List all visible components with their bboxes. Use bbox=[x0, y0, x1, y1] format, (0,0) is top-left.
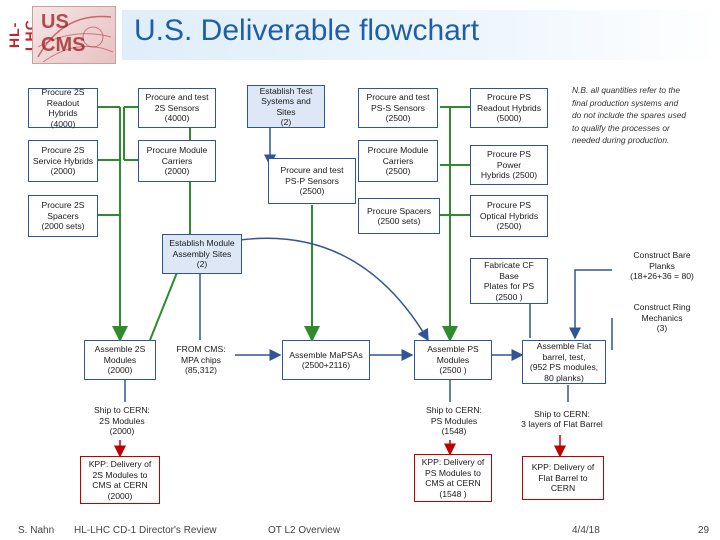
red-connectors bbox=[114, 435, 566, 458]
title-band bbox=[122, 10, 720, 60]
header: HL-LHC US CMS U.S. Deliverable flowchart bbox=[0, 0, 720, 70]
fabricate-cf-base-plates: Fabricate CF Base Plates for PS (2500 ) bbox=[470, 258, 548, 304]
establish-test-systems: Establish Test Systems and Sites (2) bbox=[247, 85, 325, 128]
procure-ps-readout-hybrids: Procure PS Readout Hybrids (5000) bbox=[470, 88, 548, 128]
footer-author: S. Nahn bbox=[18, 525, 55, 536]
conn-module-sites-ps bbox=[239, 237, 429, 342]
ship-cern-2s-modules: Ship to CERN: 2S Modules (2000) bbox=[94, 405, 150, 437]
procure-ps-power-hybrids: Procure PS Power Hybrids (2500) bbox=[470, 145, 548, 185]
page-title: U.S. Deliverable flowchart bbox=[134, 14, 480, 47]
kpp-delivery-flat-barrel: KPP: Delivery of Flat Barrel to CERN bbox=[522, 456, 604, 500]
conn-planks-flat bbox=[569, 269, 612, 340]
assemble-ps-modules: Assemble PS Modules (2500 ) bbox=[414, 340, 492, 380]
assemble-mapsas: Assemble MaPSAs (2500+2116) bbox=[282, 340, 370, 380]
us-cms-logo: US CMS bbox=[32, 6, 116, 64]
kpp-delivery-ps: KPP: Delivery of PS Modules to CMS at CE… bbox=[414, 454, 492, 502]
assemble-2s-modules: Assemble 2S Modules (2000) bbox=[84, 340, 156, 380]
procure-2s-service-hybrids: Procure 2S Service Hybrids (2000) bbox=[28, 140, 98, 182]
establish-module-assembly-sites: Establish Module Assembly Sites (2) bbox=[162, 234, 242, 274]
construct-ring-mechanics: Construct Ring Mechanics (3) bbox=[633, 302, 691, 334]
construct-bare-planks: Construct Bare Planks (18+26+36 = 80) bbox=[630, 250, 694, 282]
logo-swirl-icon bbox=[37, 15, 114, 63]
green-connectors-ps bbox=[304, 106, 470, 342]
kpp-delivery-2s: KPP: Delivery of 2S Modules to CMS at CE… bbox=[80, 456, 160, 504]
procure-2s-readout-hybrids: Procure 2S Readout Hybrids (4000) bbox=[28, 87, 98, 129]
footer-event: HL-LHC CD-1 Director's Review bbox=[74, 525, 217, 536]
procure-module-carriers-2s: Procure Module Carriers (2000) bbox=[138, 140, 216, 182]
procure-test-2s-sensors: Procure and test 2S Sensors (4000) bbox=[138, 88, 216, 128]
logo-text: US CMS bbox=[41, 11, 86, 56]
procure-module-carriers-ps: Procure Module Carriers (2500) bbox=[358, 140, 438, 182]
procure-test-pss-sensors: Procure and test PS-S Sensors (2500) bbox=[358, 88, 438, 128]
from-cms-mpa-chips: FROM CMS: MPA chips (85,312) bbox=[176, 344, 226, 376]
procure-2s-spacers: Procure 2S Spacers (2000 sets) bbox=[28, 195, 98, 237]
procure-test-psp-sensors: Procure and test PS-P Sensors (2500) bbox=[268, 158, 356, 204]
ship-cern-flat-barrel: Ship to CERN: 3 layers of Flat Barrel bbox=[521, 408, 603, 430]
blue-connectors bbox=[124, 128, 613, 402]
quantities-note: N.B. all quantities refer to the final p… bbox=[572, 85, 687, 145]
footer-topic: OT L2 Overview bbox=[268, 525, 341, 536]
procure-ps-optical-hybrids: Procure PS Optical Hybrids (2500) bbox=[470, 195, 548, 237]
procure-spacers: Procure Spacers (2500 sets) bbox=[358, 198, 440, 234]
assemble-flat-barrel: Assemble Flat barrel, test, (952 PS modu… bbox=[522, 340, 606, 384]
page-number: 29 bbox=[698, 525, 710, 536]
ship-cern-ps-modules: Ship to CERN: PS Modules (1548) bbox=[426, 405, 482, 437]
footer-date: 4/4/18 bbox=[572, 525, 600, 536]
